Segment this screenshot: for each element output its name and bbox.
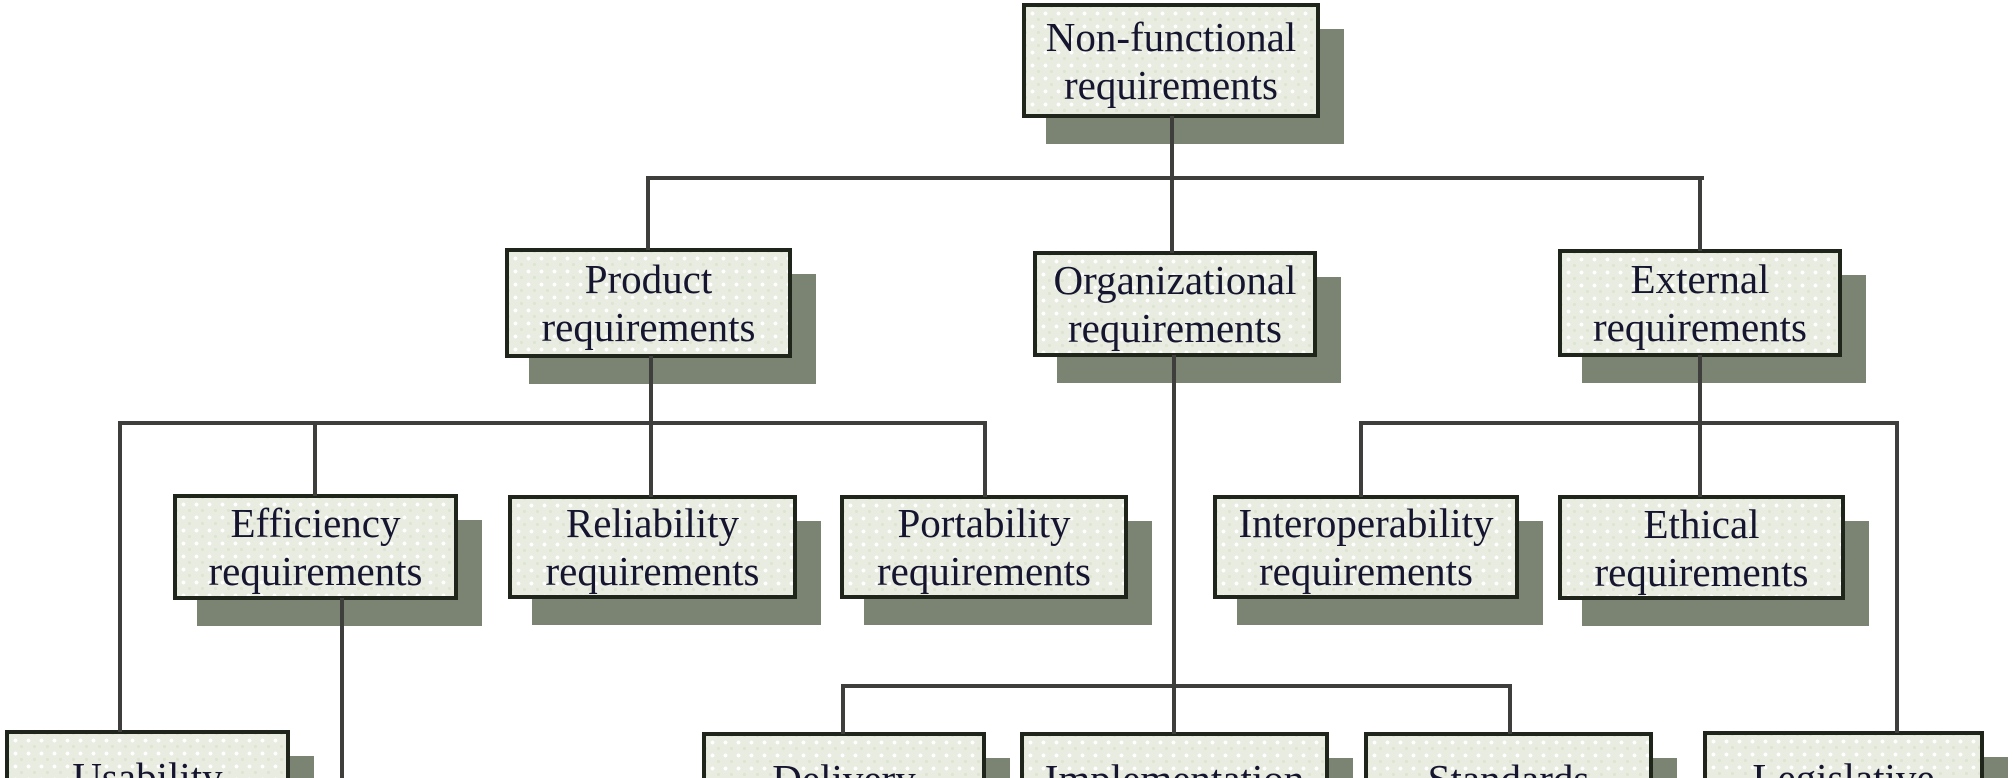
- node-label: Reliability: [565, 500, 740, 546]
- connector-product-children-bar: [118, 421, 987, 425]
- node-label: Standards: [1428, 755, 1590, 778]
- node-product-requirements: Product requirements: [505, 248, 792, 358]
- node-label: requirements: [208, 548, 423, 594]
- node-legislative-requirements: Legislative: [1703, 731, 1984, 778]
- connector-external-stem: [1698, 355, 1702, 497]
- node-label: requirements: [545, 548, 760, 594]
- node-label: External: [1630, 256, 1770, 302]
- node-efficiency-requirements: Efficiency requirements: [173, 494, 458, 600]
- node-organizational-requirements: Organizational requirements: [1033, 251, 1317, 357]
- node-delivery-requirements: Delivery: [702, 732, 986, 778]
- node-non-functional-requirements: Non-functional requirements: [1022, 3, 1320, 118]
- connector-standards-drop: [1508, 684, 1512, 734]
- node-label: Non-functional: [1045, 13, 1297, 60]
- connector-organizational-stem: [1172, 355, 1176, 734]
- node-label: Ethical: [1643, 500, 1760, 547]
- node-label: requirements: [1594, 548, 1809, 595]
- node-label: Implementation: [1045, 755, 1305, 778]
- node-label: requirements: [541, 304, 756, 350]
- connector-product-drop: [646, 176, 650, 250]
- connector-portability-drop: [983, 421, 987, 497]
- node-label: Usability: [72, 754, 223, 778]
- node-label: Legislative: [1752, 755, 1935, 778]
- node-ethical-requirements: Ethical requirements: [1558, 495, 1845, 600]
- connector-root-stem: [1170, 116, 1174, 253]
- connector-legislative-drop: [1895, 421, 1899, 733]
- node-label: requirements: [1258, 548, 1474, 594]
- node-label: Portability: [897, 500, 1071, 546]
- node-label: Delivery: [772, 755, 915, 778]
- connector-delivery-drop: [841, 684, 845, 734]
- connector-usability-drop: [118, 421, 122, 732]
- node-label: Product: [584, 256, 713, 302]
- node-label: requirements: [1067, 305, 1283, 351]
- connector-efficiency-drop: [313, 421, 317, 496]
- node-label: requirements: [1592, 304, 1808, 350]
- connector-external-drop: [1698, 176, 1702, 251]
- connector-external-children-bar: [1359, 421, 1899, 425]
- node-interoperability-requirements: Interoperability requirements: [1213, 495, 1519, 599]
- node-label: Organizational: [1053, 257, 1297, 303]
- node-label: Efficiency: [230, 500, 401, 546]
- node-label: requirements: [1063, 61, 1279, 108]
- node-standards-requirements: Standards: [1364, 732, 1653, 778]
- connector-efficiency-children-stem: [340, 598, 344, 778]
- node-label: requirements: [876, 548, 1092, 594]
- connector-organizational-children-bar: [841, 684, 1512, 688]
- node-implementation-requirements: Implementation: [1020, 732, 1329, 778]
- node-portability-requirements: Portability requirements: [840, 495, 1128, 599]
- connector-product-stem: [649, 356, 653, 497]
- connector-level1-bar: [646, 176, 1704, 180]
- node-external-requirements: External requirements: [1558, 249, 1842, 357]
- node-reliability-requirements: Reliability requirements: [508, 495, 797, 599]
- node-usability-requirements: Usability: [5, 730, 290, 778]
- connector-interoperability-drop: [1359, 421, 1363, 497]
- node-label: Interoperability: [1238, 500, 1494, 546]
